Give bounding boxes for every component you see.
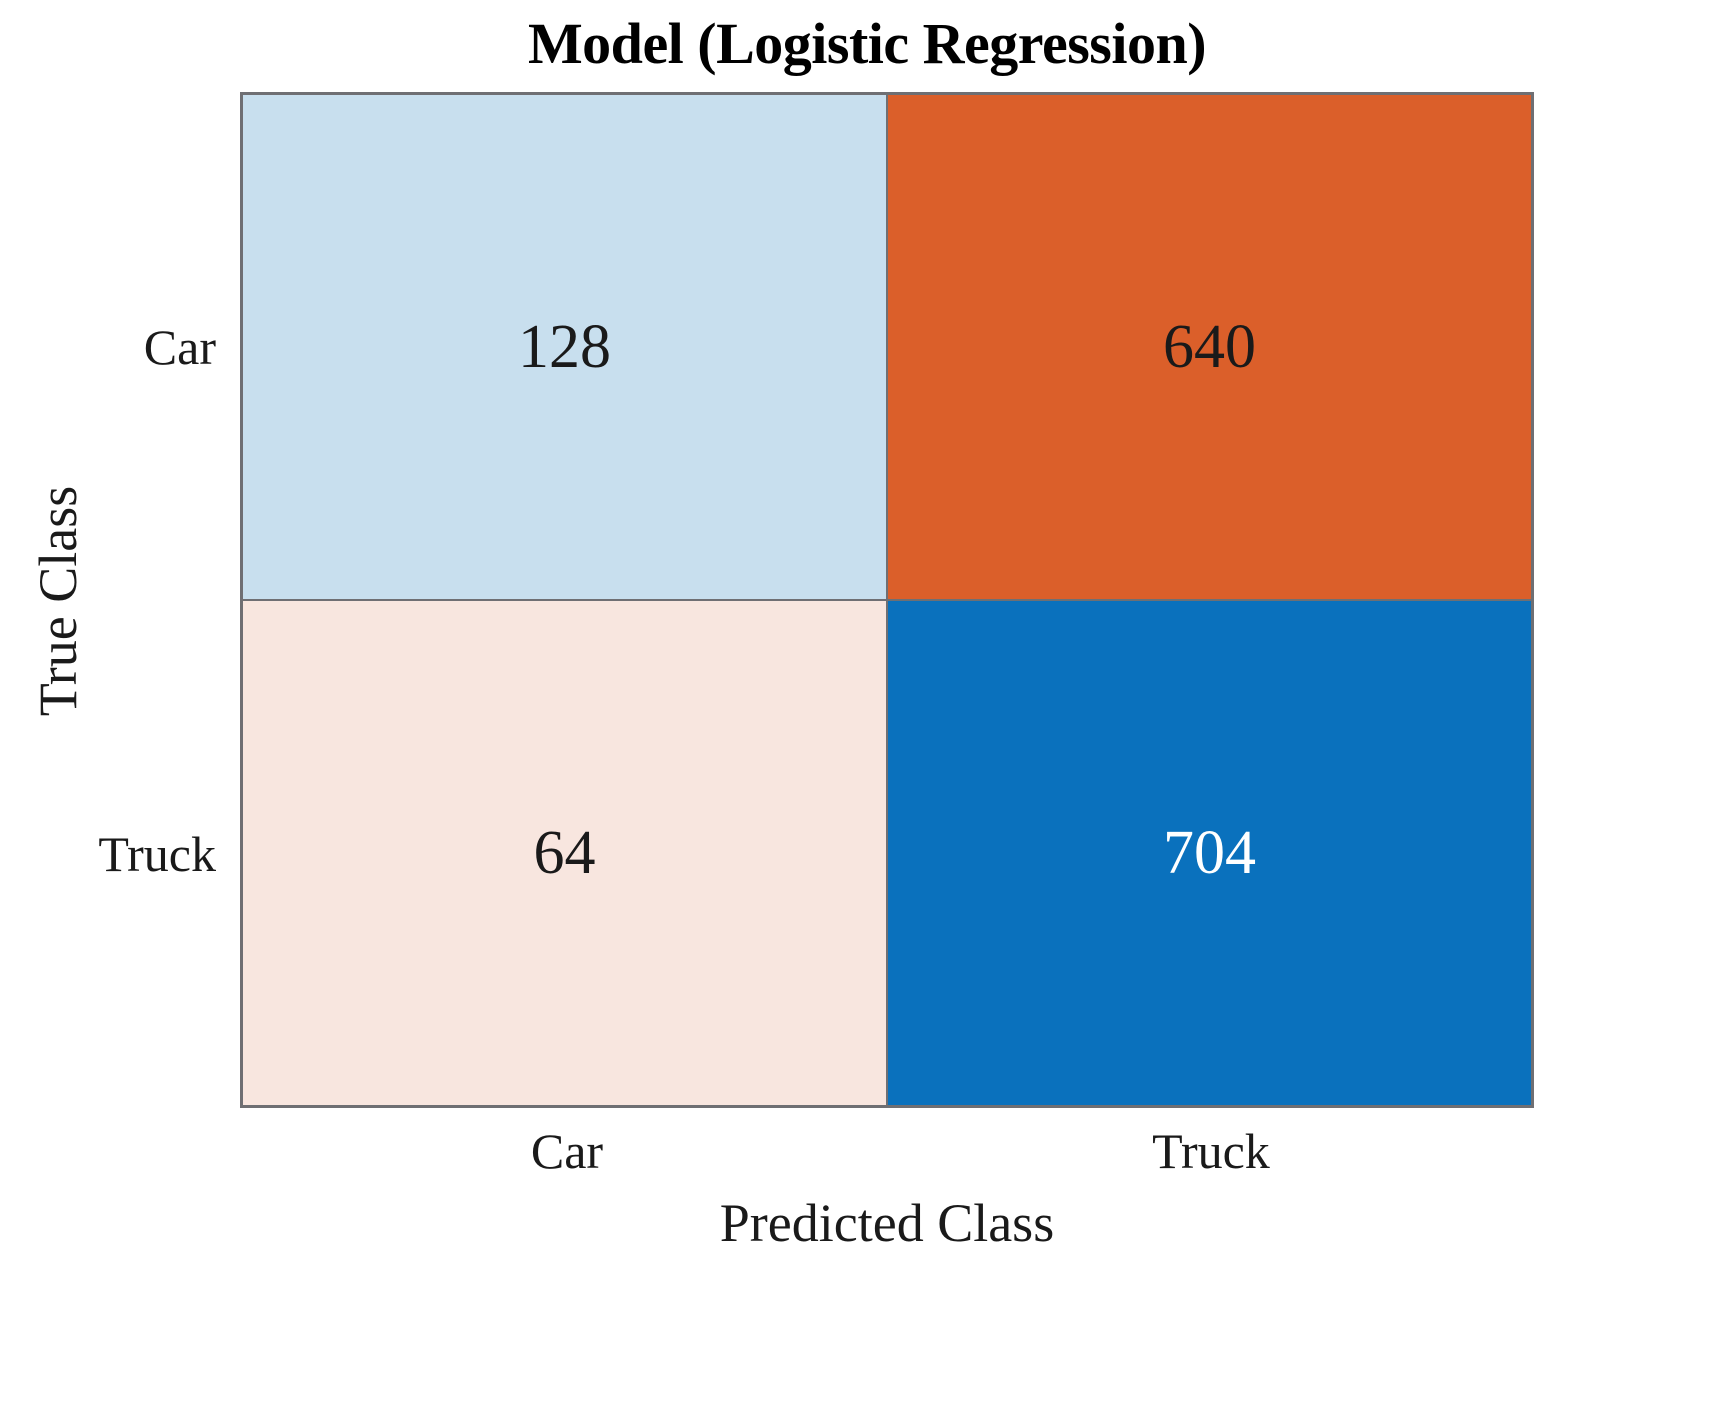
matrix-cell-car-car[interactable]: 128 (242, 94, 887, 600)
page-title: Model (Logistic Regression) (527, 11, 1207, 76)
matrix-cell-value: 704 (1163, 819, 1256, 887)
confusion-matrix-grid: 128 640 64 704 (240, 92, 1534, 1108)
column-tick-label-car: Car (530, 1123, 604, 1179)
matrix-cell-car-truck[interactable]: 640 (887, 94, 1532, 600)
matrix-cell-truck-truck[interactable]: 704 (887, 600, 1532, 1106)
matrix-cell-value: 64 (533, 819, 596, 887)
column-tick-label-truck: Truck (1152, 1123, 1270, 1179)
row-tick-label-truck: Truck (98, 826, 216, 882)
matrix-cell-value: 128 (518, 313, 611, 381)
x-axis-title: Predicted Class (719, 1193, 1055, 1253)
row-tick-label-car: Car (143, 319, 216, 375)
matrix-cell-value: 640 (1163, 313, 1256, 381)
matrix-cell-truck-car[interactable]: 64 (242, 600, 887, 1106)
